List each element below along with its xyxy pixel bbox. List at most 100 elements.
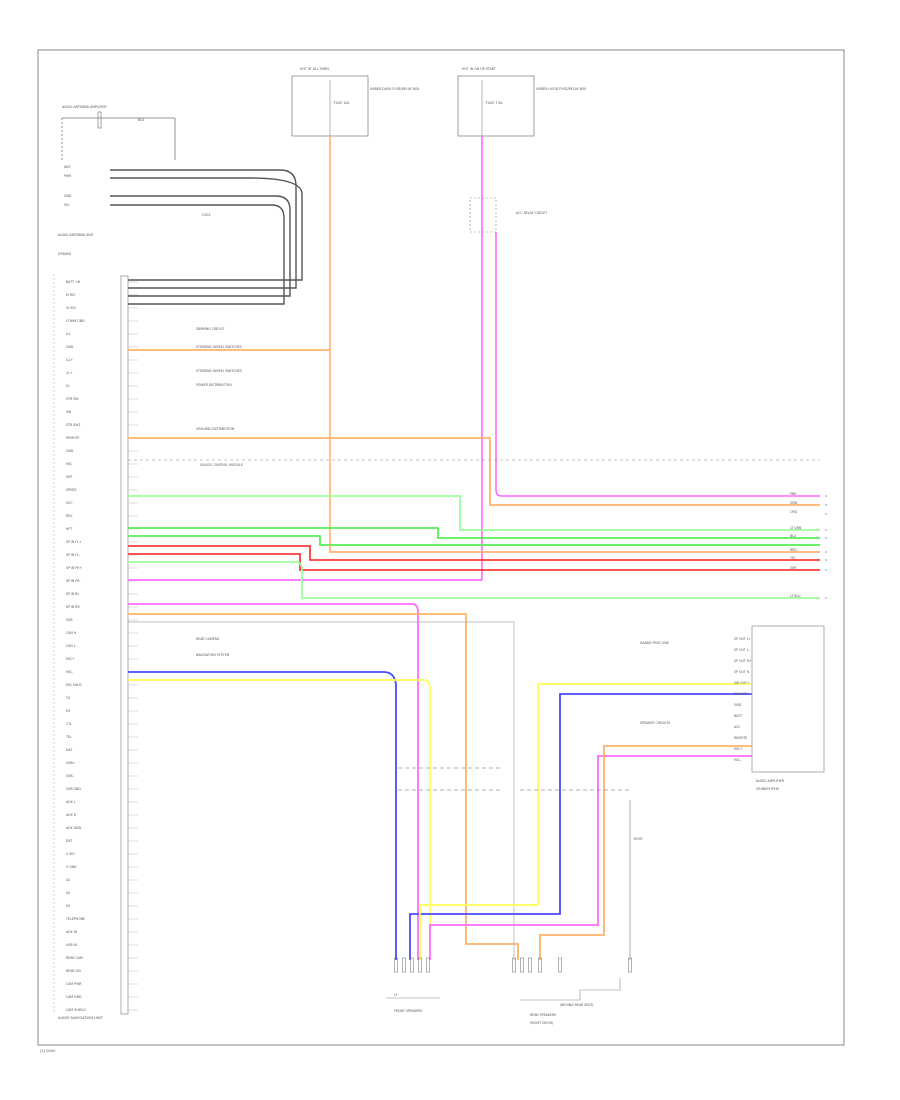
- run-green-1: [128, 527, 820, 539]
- run-orange-2: [329, 545, 820, 553]
- antenna-block: AUDIO ANTENNA AMPLIFIER BLU ANT PWR GND …: [58, 105, 303, 305]
- audio-navigation-unit-box: [120, 275, 129, 1015]
- front-speakers-label: FRONT SPEAKERS: [394, 1009, 422, 1013]
- audio-amplifier: SP OUT L+ SP OUT L- SP OUT R+ SP OUT R- SW O…: [640, 625, 825, 791]
- unit-pin-label: MIC-: [66, 670, 73, 674]
- amp-pin-label: SP OUT L-: [734, 648, 750, 652]
- unit-pin-label: SP IN RL: [66, 592, 80, 596]
- antenna-unit-note: (FM/AM): [58, 252, 71, 256]
- right-output-label: PNK: [790, 492, 797, 496]
- fuse-b-top: HOT IN ON OR START: [462, 67, 496, 71]
- amp-pin-label: SP OUT R+: [734, 659, 752, 663]
- right-output-dot: [825, 495, 827, 497]
- unit-pin-label: AUX L: [66, 800, 76, 804]
- unit-pin-label: VSP: [66, 475, 72, 479]
- fuse-a-fuse: FUSE 10A: [334, 101, 350, 105]
- amp-pin-label: MIC-: [734, 758, 741, 762]
- run-red-2: [128, 553, 820, 571]
- unit-pin-label: CL+: [66, 371, 73, 375]
- right-output-dot: [825, 559, 827, 561]
- right-output-label: RED: [790, 548, 797, 552]
- run-orange-remote: [128, 437, 820, 506]
- note-can: GAUGE CONTROL MODULE: [200, 463, 243, 467]
- audio-unit-name: AUDIO NAVIGATION UNIT: [58, 1016, 104, 1020]
- bottom-connector-pin: [528, 957, 532, 973]
- bottom-connector-pin: [394, 957, 398, 973]
- bottom-connector-pin: [558, 957, 562, 973]
- run-yellow-amp: [419, 683, 752, 960]
- unit-pin-label: CL: [66, 384, 70, 388]
- amp-pin-label: SP OUT R-: [734, 670, 750, 674]
- bottom-speakers: LF FRONT SPEAKERS REAR SPEAKERS (RIGHT D…: [386, 837, 643, 1025]
- amp-note-b: SPEAKER CIRCUITS: [640, 721, 670, 725]
- run-blue-fr: [128, 671, 397, 960]
- fuse-a-text: UNDER-DASH FUSE/RELAY BOX: [370, 87, 420, 91]
- right-output-label: YEL: [790, 556, 796, 560]
- speaker-runs: [128, 603, 752, 960]
- unit-pin-label: VCC: [66, 501, 73, 505]
- amp-pin-label: GND: [734, 703, 742, 707]
- unit-pin-label: A1: [66, 878, 70, 882]
- connector-notes: DIMMING CIRCUIT STEERING WHEEL SWITCHES …: [196, 327, 243, 657]
- unit-pin-label: AUX R: [66, 813, 77, 817]
- shield-lines: [398, 767, 630, 791]
- unit-pin-label: TX: [65, 696, 71, 700]
- bottom-connector-pin: [538, 957, 542, 973]
- unit-pin-label: RX: [66, 709, 71, 713]
- run-yellow-fr: [128, 679, 431, 960]
- run-green-2: [128, 535, 820, 546]
- unit-pin-label: REAR SIG: [66, 969, 82, 973]
- unit-pin-label: REAR CAM: [66, 956, 83, 960]
- unit-pin-label: A3: [66, 904, 70, 908]
- unit-pin-label: SP IN FR+: [66, 566, 82, 570]
- right-output-dot: [825, 551, 827, 553]
- unit-pin-label: SP IN FL-: [66, 553, 80, 557]
- unit-pin-label: SP IN RR: [66, 605, 81, 609]
- note-camera: REAR CAMERA: [196, 637, 220, 641]
- amp-pin-label: REMOTE: [734, 736, 747, 740]
- antenna-pin-3: SIG: [64, 203, 70, 207]
- rear-speakers-label: REAR SPEAKERS: [530, 1013, 556, 1017]
- run-orange-fl: [128, 613, 519, 960]
- unit-pin-label: SP IN FL+: [66, 540, 82, 544]
- fuse-b-text: UNDER-HOOD FUSE/RELAY BOX: [536, 87, 587, 91]
- right-output-label: LT BLU: [790, 594, 801, 598]
- run-ltgreen-2: [128, 561, 820, 599]
- unit-pin-label: BATT +B: [66, 280, 80, 284]
- bottom-connector-pin: [418, 957, 422, 973]
- relay-label: ACC RELAY CIRCUIT: [516, 211, 547, 215]
- front-left-label: LF: [394, 993, 398, 997]
- unit-pin-label: IG SIG: [66, 306, 76, 310]
- bottom-connector-pin: [426, 957, 430, 973]
- amp-pin-label: SW OUT+: [734, 681, 750, 685]
- amp-name: AUDIO AMPLIFIER: [756, 779, 785, 783]
- bottom-connector-pin: [402, 957, 406, 973]
- right-output-dot: [825, 569, 827, 571]
- unit-pin-label: USB GND: [66, 787, 81, 791]
- unit-pin-label: COMM GND: [66, 319, 85, 323]
- fuse-a-top: HOT AT ALL TIMES: [300, 67, 329, 71]
- amp-pin-label: SP OUT L+: [734, 637, 752, 641]
- unit-pin-label: MIC SHLD: [66, 683, 82, 687]
- run-orange-amp: [539, 745, 752, 960]
- unit-pin-label: CTL: [66, 722, 72, 726]
- bottom-connector-pin: [512, 957, 516, 973]
- unit-pin-label: V SIG: [66, 852, 75, 856]
- unit-pin-label: GND: [66, 345, 74, 349]
- bottom-connectors: [394, 957, 632, 973]
- run-red-1: [128, 545, 820, 561]
- rear-speakers-sub: (RIGHT DOOR): [530, 1021, 553, 1025]
- unit-pin-label: M RLY: [66, 293, 75, 297]
- unit-pin-label: SP IN FR-: [66, 579, 80, 583]
- relay-feed: [495, 232, 820, 497]
- unit-pin-label: DET: [66, 839, 72, 843]
- fuse-box-b: HOT IN ON OR START FUSE 7.5A UNDER-HOOD …: [457, 67, 587, 137]
- unit-pin-label: CAM SHIELD: [66, 1008, 86, 1012]
- unit-pin-label: USB+: [66, 761, 76, 765]
- fuse-box-a: HOT AT ALL TIMES FUSE 10A UNDER-DASH FUS…: [291, 67, 420, 137]
- note-power: POWER DISTRIBUTION: [196, 383, 232, 387]
- antenna-pin-0: ANT: [64, 165, 71, 169]
- run-gray-sp: [128, 621, 515, 960]
